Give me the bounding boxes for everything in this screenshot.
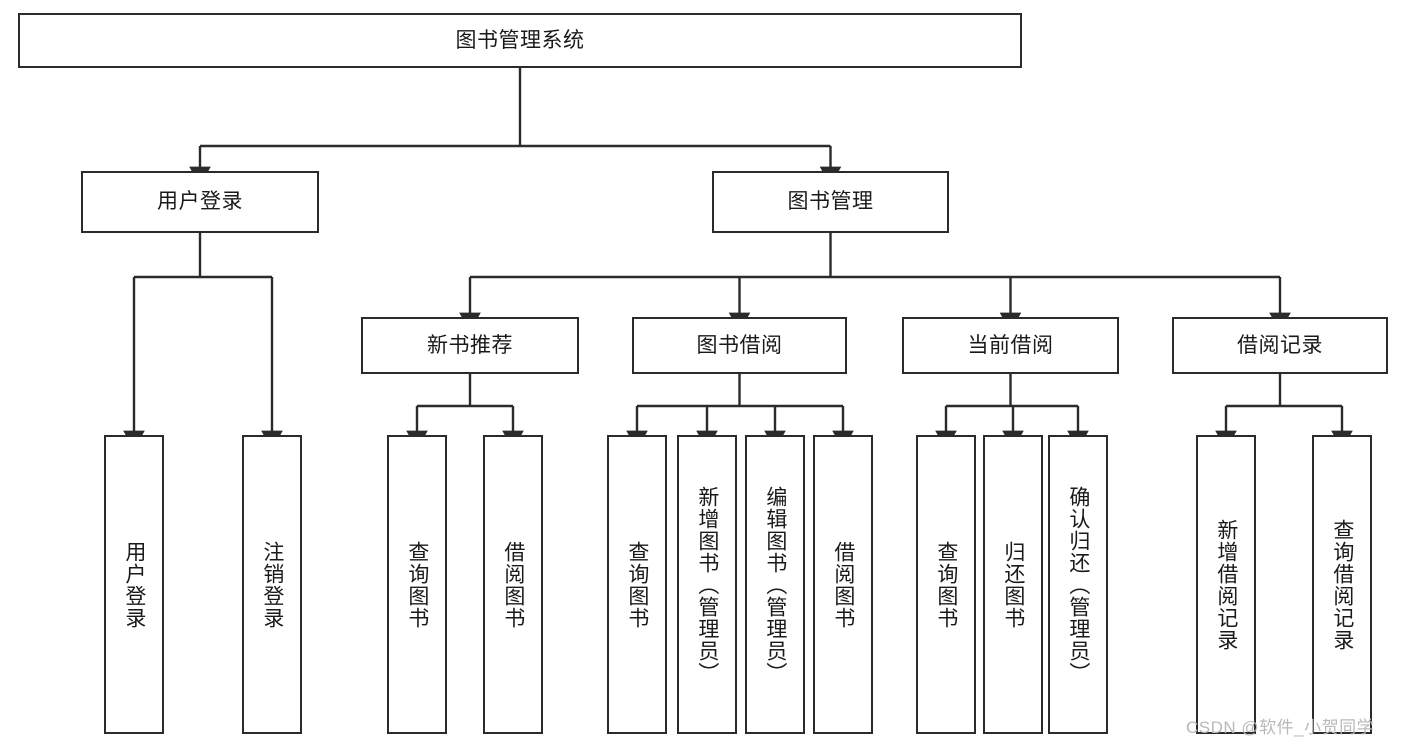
node-label: 借阅图书: [831, 540, 855, 629]
node-leaf-cb-return[interactable]: 归还图书: [983, 435, 1043, 734]
node-borrow-record[interactable]: 借阅记录: [1172, 317, 1388, 374]
node-user-login[interactable]: 用户登录: [81, 171, 319, 233]
node-leaf-bb-borrow[interactable]: 借阅图书: [813, 435, 873, 734]
node-label: 图书管理: [787, 190, 874, 214]
node-leaf-bb-query[interactable]: 查询图书: [607, 435, 667, 734]
node-new-book-rec[interactable]: 新书推荐: [361, 317, 579, 374]
node-leaf-rec-borrow[interactable]: 借阅图书: [483, 435, 543, 734]
node-label: 编辑图书（管理员）: [763, 485, 787, 684]
node-label: 借阅图书: [501, 540, 525, 629]
node-current-borrow[interactable]: 当前借阅: [902, 317, 1119, 374]
node-leaf-cb-confirm[interactable]: 确认归还（管理员）: [1048, 435, 1108, 734]
node-book-borrow[interactable]: 图书借阅: [632, 317, 847, 374]
node-label: 查询图书: [405, 540, 429, 629]
node-leaf-user-login[interactable]: 用户登录: [104, 435, 164, 734]
node-leaf-br-add[interactable]: 新增借阅记录: [1196, 435, 1256, 734]
node-root[interactable]: 图书管理系统: [18, 13, 1022, 68]
node-label: 当前借阅: [967, 333, 1054, 357]
node-label: 确认归还（管理员）: [1066, 485, 1090, 684]
node-leaf-logout[interactable]: 注销登录: [242, 435, 302, 734]
node-label: 新增图书（管理员）: [695, 485, 719, 684]
node-label: 查询图书: [625, 540, 649, 629]
node-label: 注销登录: [260, 540, 284, 629]
node-leaf-bb-edit[interactable]: 编辑图书（管理员）: [745, 435, 805, 734]
node-label: 新书推荐: [427, 333, 513, 357]
watermark-text: CSDN @软件_小贺同学: [1186, 718, 1375, 737]
node-leaf-rec-query[interactable]: 查询图书: [387, 435, 447, 734]
node-leaf-bb-add[interactable]: 新增图书（管理员）: [677, 435, 737, 734]
node-label: 查询图书: [934, 540, 958, 629]
node-label: 用户登录: [122, 540, 146, 629]
node-leaf-br-query[interactable]: 查询借阅记录: [1312, 435, 1372, 734]
node-label: 借阅记录: [1237, 333, 1323, 357]
node-label: 用户登录: [157, 190, 243, 214]
node-label: 查询借阅记录: [1330, 518, 1354, 651]
node-label: 归还图书: [1001, 540, 1025, 629]
node-label: 图书借阅: [696, 333, 783, 357]
node-book-manage[interactable]: 图书管理: [712, 171, 949, 233]
node-label: 新增借阅记录: [1214, 518, 1238, 651]
node-label: 图书管理系统: [455, 28, 585, 52]
node-leaf-cb-query[interactable]: 查询图书: [916, 435, 976, 734]
